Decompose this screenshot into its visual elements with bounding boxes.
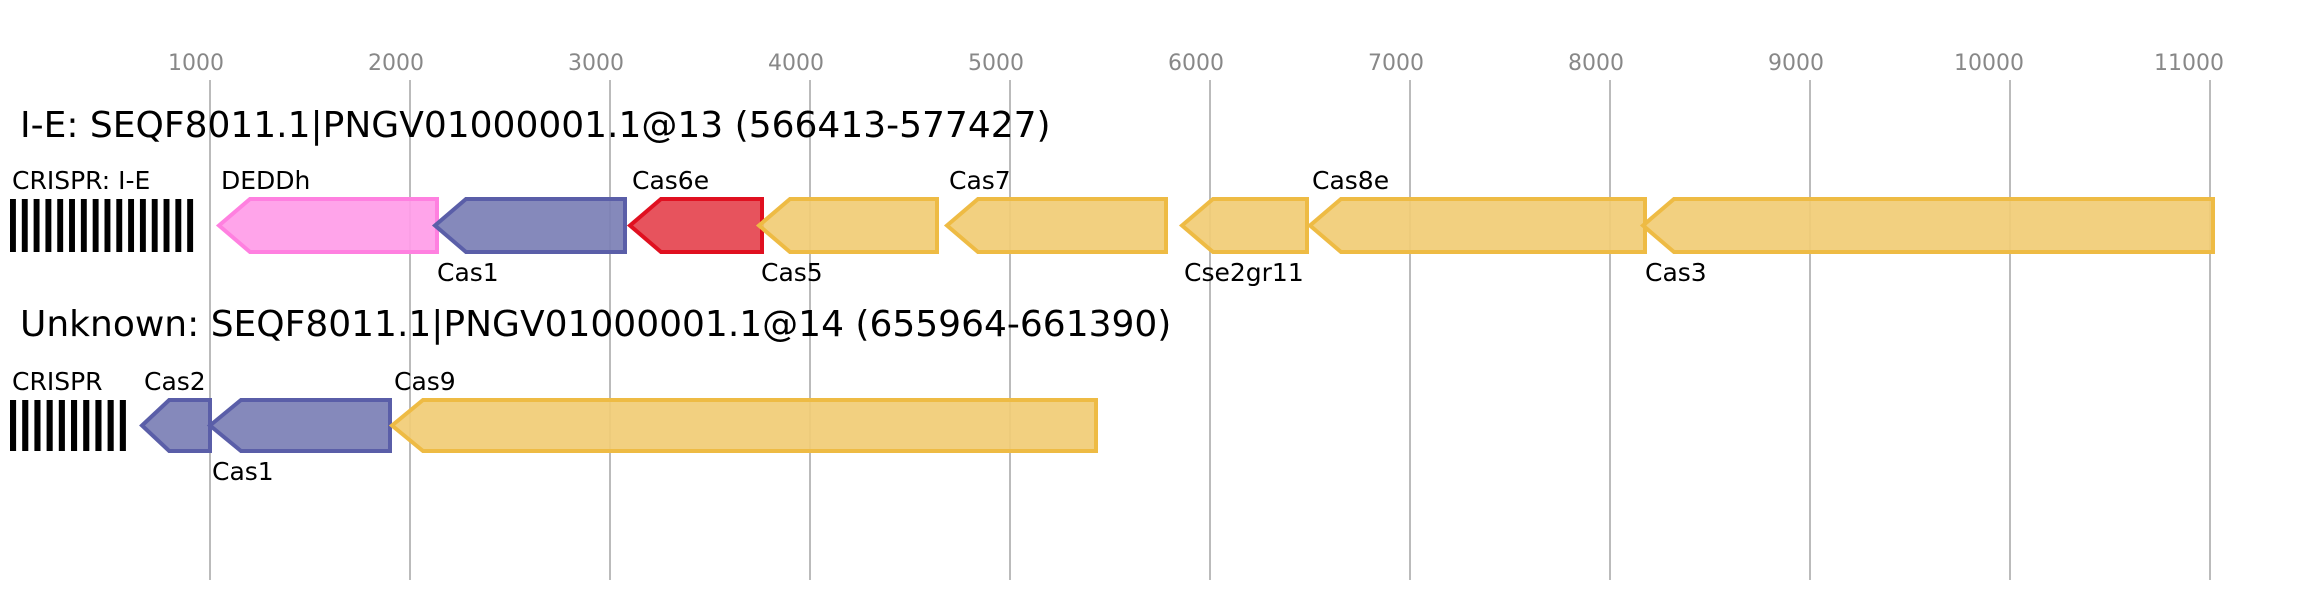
- gene-label: Cas8e: [1312, 166, 1389, 195]
- crispr-repeat: [104, 199, 111, 252]
- crispr-repeat: [69, 199, 75, 252]
- crispr-array: [10, 400, 126, 451]
- axis-grid: 1000 2000 3000 4000 5000 6000 7000 8000 9000 1000…: [168, 51, 2224, 580]
- crispr-repeat: [71, 400, 78, 451]
- gene-arrow-cas3: [1639, 197, 2215, 254]
- gene-label: Cas3: [1645, 258, 1707, 287]
- crispr-repeat: [116, 199, 123, 252]
- crispr-repeat: [33, 199, 40, 252]
- crispr-repeat: [22, 400, 29, 451]
- crispr-repeat: [107, 400, 114, 451]
- gene-label: DEDDh: [221, 166, 310, 195]
- tick-label: 10000: [1954, 51, 2024, 76]
- gene-label: Cas2: [144, 367, 206, 396]
- tick-label: 7000: [1368, 51, 1424, 76]
- tick-label: 5000: [968, 51, 1024, 76]
- crispr-repeat: [45, 199, 52, 252]
- tick-label: 2000: [368, 51, 424, 76]
- crispr-repeat: [139, 199, 146, 252]
- crispr-repeat: [151, 199, 158, 252]
- track: I-E: SEQF8011.1|PNGV01000001.1@13 (56641…: [10, 105, 2215, 287]
- gene-arrow-cas1: [431, 197, 627, 254]
- tick-label: 8000: [1568, 51, 1624, 76]
- crispr-repeat: [21, 199, 28, 252]
- tick-label: 1000: [168, 51, 224, 76]
- gene-arrow-cas8e: [1306, 197, 1647, 254]
- track-title: Unknown: SEQF8011.1|PNGV01000001.1@14 (6…: [20, 304, 1171, 345]
- crispr-repeat: [34, 400, 41, 451]
- crispr-repeat: [95, 400, 102, 451]
- gene-label: Cas1: [437, 258, 499, 287]
- crispr-repeat: [187, 199, 194, 252]
- gene-label: Cas6e: [632, 166, 709, 195]
- tracks: I-E: SEQF8011.1|PNGV01000001.1@13 (56641…: [10, 105, 2215, 486]
- gene-label: Cas9: [394, 367, 456, 396]
- tick-label: 3000: [568, 51, 624, 76]
- gene-arrow-cas2: [139, 398, 212, 453]
- tick-label: 9000: [1768, 51, 1824, 76]
- gene-label: Cas7: [949, 166, 1011, 195]
- crispr-repeat: [80, 199, 87, 252]
- crispr-repeat: [175, 199, 182, 252]
- crispr-repeat: [10, 400, 17, 451]
- crispr-repeat: [58, 400, 65, 451]
- gene-label: Cas1: [212, 457, 274, 486]
- gene-label: Cas5: [761, 258, 823, 287]
- crispr-label: CRISPR: I-E: [12, 166, 150, 195]
- crispr-repeat: [128, 199, 135, 252]
- gene-arrow-cas9: [388, 398, 1098, 453]
- crispr-repeat: [163, 199, 170, 252]
- gene-arrow-cas5: [755, 197, 939, 254]
- gene-arrow-cas7: [943, 197, 1168, 254]
- gene-arrow-cas6e: [626, 197, 764, 254]
- crispr-repeat: [10, 199, 16, 252]
- gene-arrow-cas1: [206, 398, 392, 453]
- track: Unknown: SEQF8011.1|PNGV01000001.1@14 (6…: [10, 304, 1171, 486]
- tick-label: 4000: [768, 51, 824, 76]
- crispr-repeat: [46, 400, 53, 451]
- tick-label: 6000: [1168, 51, 1224, 76]
- crispr-array: [10, 199, 194, 252]
- crispr-repeat: [83, 400, 90, 451]
- crispr-repeat: [57, 199, 64, 252]
- track-title: I-E: SEQF8011.1|PNGV01000001.1@13 (56641…: [20, 105, 1051, 146]
- gene-label: Cse2gr11: [1184, 258, 1304, 287]
- crispr-repeat: [119, 400, 126, 451]
- gene-arrow-deddh: [215, 197, 439, 254]
- crispr-repeat: [92, 199, 99, 252]
- crispr-label: CRISPR: [12, 367, 103, 396]
- gene-arrow-cse2gr11: [1178, 197, 1309, 254]
- tick-label: 11000: [2154, 51, 2224, 76]
